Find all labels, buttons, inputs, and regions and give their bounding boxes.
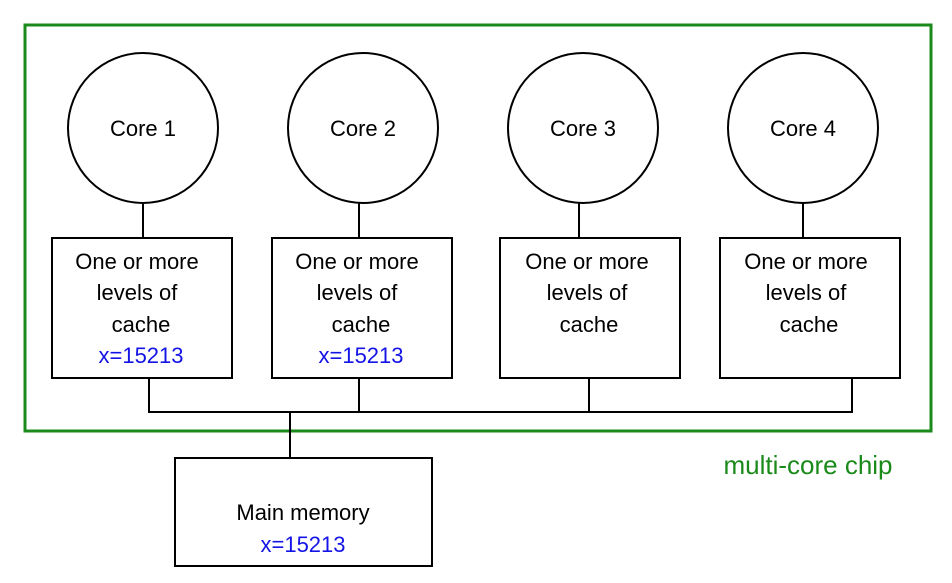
core-4-cache-line-2: levels of [766,280,848,305]
core-4-cache-line-1: One or more [744,249,868,274]
core-2-cache-line-2: levels of [317,280,399,305]
core-2-cache-line-3: cache [332,312,391,337]
core-2-cache-value: x=15213 [318,343,403,368]
core-2-label: Core 2 [330,116,396,141]
main-memory-value: x=15213 [260,532,345,557]
core-2-circle [287,52,439,204]
core-4-cache-line-3: cache [780,312,839,337]
core-1-cache-line-3: cache [112,312,171,337]
multi-core-chip-label: multi-core chip [723,450,892,480]
core-3-circle [507,52,659,204]
core-3-label: Core 3 [550,116,616,141]
core-4-label: Core 4 [770,116,836,141]
core-3-cache-line-3: cache [560,312,619,337]
core-1-label: Core 1 [110,116,176,141]
core-3-cache-line-1: One or more [525,249,649,274]
core-1-cache-box [51,237,233,379]
core-1-cache-line-2: levels of [97,280,179,305]
core-2-cache-box [271,237,453,379]
core-1-cache-line-1: One or more [75,249,199,274]
multi-core-chip-boundary [23,23,933,433]
core-2-cache-line-1: One or more [295,249,419,274]
core-3-cache-line-2: levels of [547,280,629,305]
main-memory-box [174,457,433,567]
system-bus [148,378,853,458]
core-4-cache-box [719,237,901,379]
main-memory-label: Main memory [236,500,369,525]
core-1-cache-value: x=15213 [98,343,183,368]
